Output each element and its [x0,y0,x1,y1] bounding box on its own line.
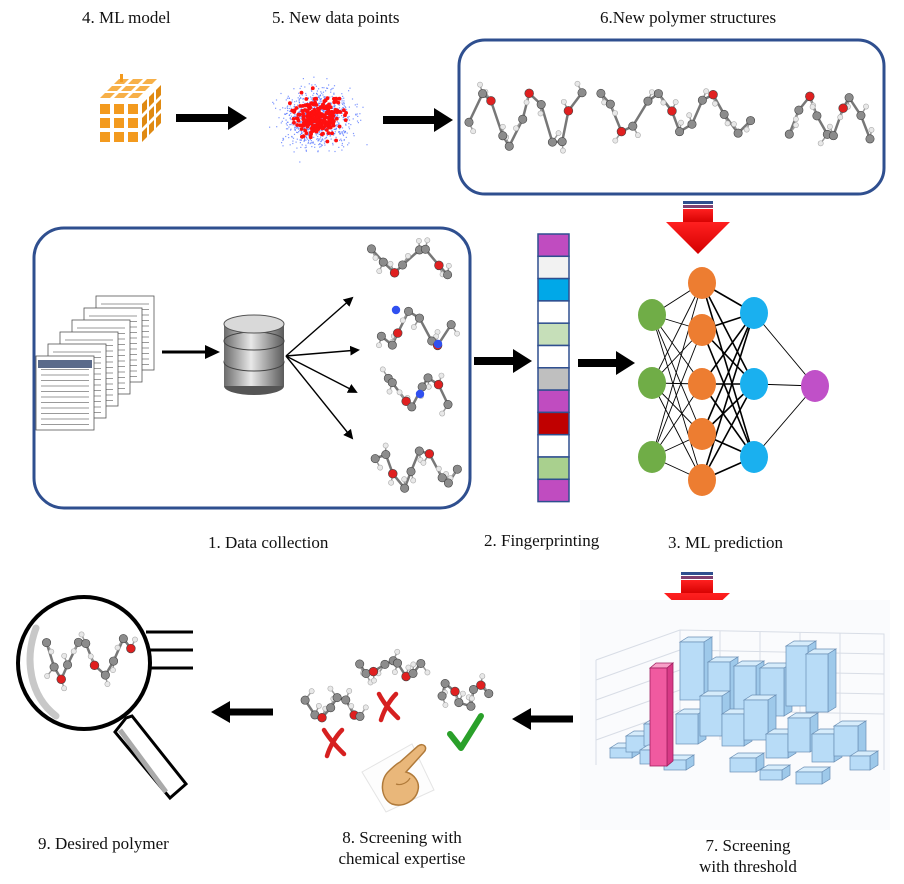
label-threshold-line1: 7. Screening [705,836,791,855]
new-data-points-scatter [269,76,368,163]
label-expertise: 8. Screening with chemical expertise [318,827,486,869]
label-threshold-line2: with threshold [699,857,797,876]
magnifying-glass-icon [16,595,193,801]
arrow-threshold-to-expertise [512,708,573,730]
new-polymer-molecules [464,80,875,154]
label-new-data-points: 5. New data points [272,8,400,27]
arrow-papers-to-db [162,345,220,359]
label-ml-prediction: 3. ML prediction [668,533,784,552]
threshold-histogram [580,600,890,830]
label-desired-polymer: 9. Desired polymer [38,834,169,853]
fan-arrows [285,296,360,440]
label-ml-model: 4. ML model [82,8,171,27]
network-node [801,370,829,402]
research-papers-icon [35,295,155,431]
collected-molecules [366,237,462,493]
network-node [740,441,768,473]
network-node [638,367,666,399]
network-node [638,299,666,331]
cross-mark-icon [321,727,347,759]
network-node [688,314,716,346]
fingerprint-cell [537,233,570,258]
fingerprint-cell [537,344,570,369]
label-expertise-line2: chemical expertise [338,849,466,868]
fingerprint-cell [537,300,570,324]
pointing-hand-icon [361,743,435,813]
arrow-expertise-to-result [211,701,273,723]
fingerprint-vector [537,233,570,503]
arrow-fingerprint-to-network [578,351,635,375]
fingerprint-cell [537,456,570,481]
check-mark-icon [447,713,484,751]
fingerprint-cell [537,255,570,280]
fingerprint-cell [537,411,570,436]
arrow-collection-to-fingerprint [474,349,532,373]
network-node [638,441,666,473]
fingerprint-cell [537,367,570,391]
desired-polymer-molecule [42,631,138,692]
database-icon [223,314,285,395]
label-threshold: 7. Screening with threshold [683,835,813,877]
network-node [740,368,768,400]
arrow-data-to-structures [383,108,453,132]
network-node [688,267,716,299]
label-expertise-line1: 8. Screening with [342,828,462,847]
fingerprint-cell [537,277,570,302]
network-node [740,297,768,329]
ml-model-cube-icon [100,74,161,142]
cross-mark-icon [376,691,401,723]
network-node [688,368,716,400]
label-data-collection: 1. Data collection [208,533,329,552]
new-structures-frame [457,38,886,196]
red-arrow-down-1 [666,201,730,254]
candidate-molecules [300,648,494,723]
fingerprint-cell [537,322,570,347]
label-fingerprinting: 2. Fingerprinting [484,531,600,550]
label-new-structures: 6.New polymer structures [600,8,777,27]
fingerprint-cell [537,478,570,503]
fingerprint-cell [537,389,570,414]
fingerprint-cell [537,433,570,458]
network-node [688,464,716,496]
network-node [688,418,716,450]
neural-network [638,267,829,496]
arrow-model-to-data [176,106,247,130]
